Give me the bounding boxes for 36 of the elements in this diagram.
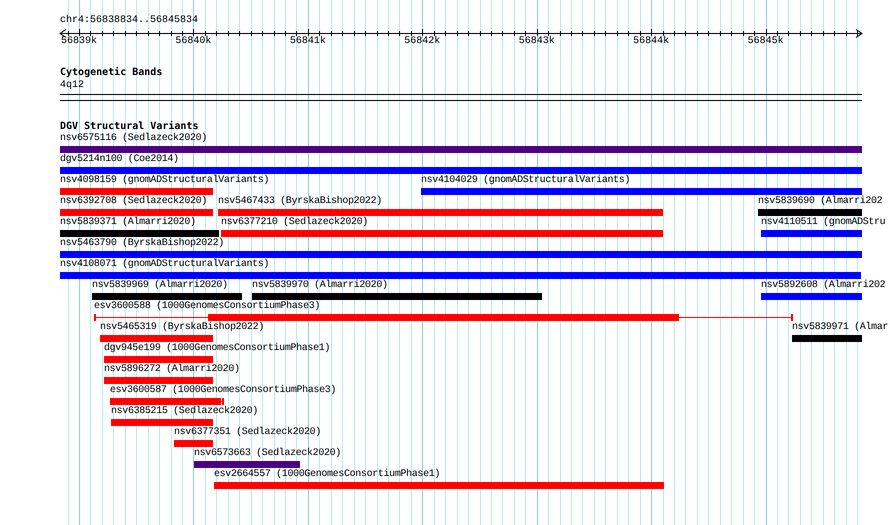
variant-label: dgv5214n100 (Coe2014) xyxy=(60,154,179,166)
scale-tick-label: 56841k xyxy=(290,36,326,48)
variant-label: nsv6377351 (Sedlazeck2020) xyxy=(174,427,321,439)
variant-label: esv3600588 (1000GenomesConsortiumPhase3) xyxy=(94,301,320,313)
variant-label: esv2664557 (1000GenomesConsortiumPhase1) xyxy=(214,469,440,481)
variant-label: nsv6392708 (Sedlazeck2020) xyxy=(60,196,207,208)
scale-tick-label: 56845k xyxy=(748,36,784,48)
locus-label: chr4:56838834..56845834 xyxy=(60,15,198,27)
variant-label: nsv4108071 (gnomADStructuralVariants) xyxy=(60,259,270,271)
variant-label: nsv5839970 (Almarri2020) xyxy=(252,280,388,292)
variant-label: nsv4104029 (gnomADStructuralVariants) xyxy=(421,175,630,187)
variant-label: nsv5839690 (Almarri202 xyxy=(758,196,882,208)
variant-label: nsv5465319 (ByrskaBishop2022) xyxy=(100,322,264,334)
variant-label: nsv6573663 (Sedlazeck2020) xyxy=(194,448,341,460)
scale-tick-label: 56840k xyxy=(175,36,212,48)
variant-label: nsv5896272 (Almarri2020) xyxy=(104,364,240,376)
variant-label: nsv6377210 (Sedlazeck2020) xyxy=(221,217,368,229)
scale-tick-label: 56839k xyxy=(60,36,97,48)
variant-label: nsv6575116 (Sedlazeck2020) xyxy=(60,133,207,145)
variant-label: nsv5892608 (Almarri202 xyxy=(761,280,886,292)
variant-label: nsv4110511 (gnomADStru xyxy=(761,217,886,229)
track-title: Cytogenetic Bands xyxy=(60,67,162,79)
track-title: DGV Structural Variants xyxy=(60,121,198,132)
variant-label: nsv5839371 (Almarri2020) xyxy=(60,217,196,229)
variant-label: nsv6385215 (Sedlazeck2020) xyxy=(111,406,258,418)
variant-label: nsv5463790 (ByrskaBishop2022) xyxy=(60,238,224,250)
variant-label: dgv945e199 (1000GenomesConsortiumPhase1) xyxy=(104,343,330,355)
variant-label: nsv4098159 (gnomADStructuralVariants) xyxy=(60,175,270,187)
variant-label: esv3600587 (1000GenomesConsortiumPhase3) xyxy=(110,385,336,397)
variant-label: nsv5839969 (Almarri2020) xyxy=(92,280,228,292)
scale-tick-label: 56844k xyxy=(633,36,670,48)
variant-label: nsv5467433 (ByrskaBishop2022) xyxy=(218,196,382,208)
variant-label: nsv5839971 (Almar xyxy=(792,322,888,334)
band-label: 4q12 xyxy=(60,80,84,92)
scale-tick-label: 56843k xyxy=(518,36,555,48)
scale-tick-label: 56842k xyxy=(404,36,440,48)
